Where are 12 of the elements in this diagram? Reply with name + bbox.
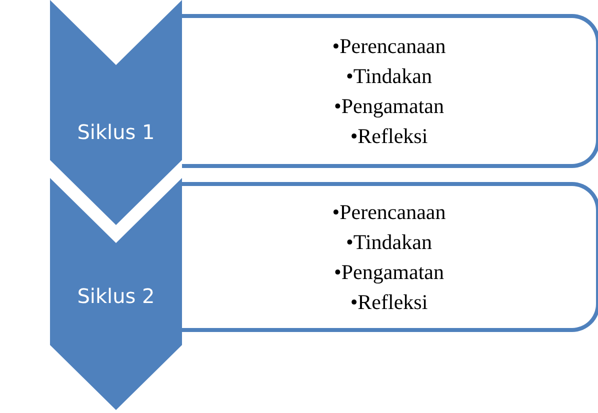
bullet-item: •Tindakan bbox=[346, 229, 432, 256]
bullet-item: •Refleksi bbox=[350, 123, 428, 150]
step-label: Siklus 2 bbox=[76, 284, 156, 308]
bullet-item: •Perencanaan bbox=[332, 33, 446, 60]
bullet-item: •Pengamatan bbox=[334, 93, 444, 120]
content-panel bbox=[182, 14, 598, 168]
bullet-item: •Tindakan bbox=[346, 63, 432, 90]
bullet-item: •Refleksi bbox=[350, 289, 428, 316]
step-label: Siklus 1 bbox=[76, 120, 156, 144]
content-panel bbox=[182, 182, 598, 332]
bullet-item: •Perencanaan bbox=[332, 199, 446, 226]
bullet-item: •Pengamatan bbox=[334, 259, 444, 286]
